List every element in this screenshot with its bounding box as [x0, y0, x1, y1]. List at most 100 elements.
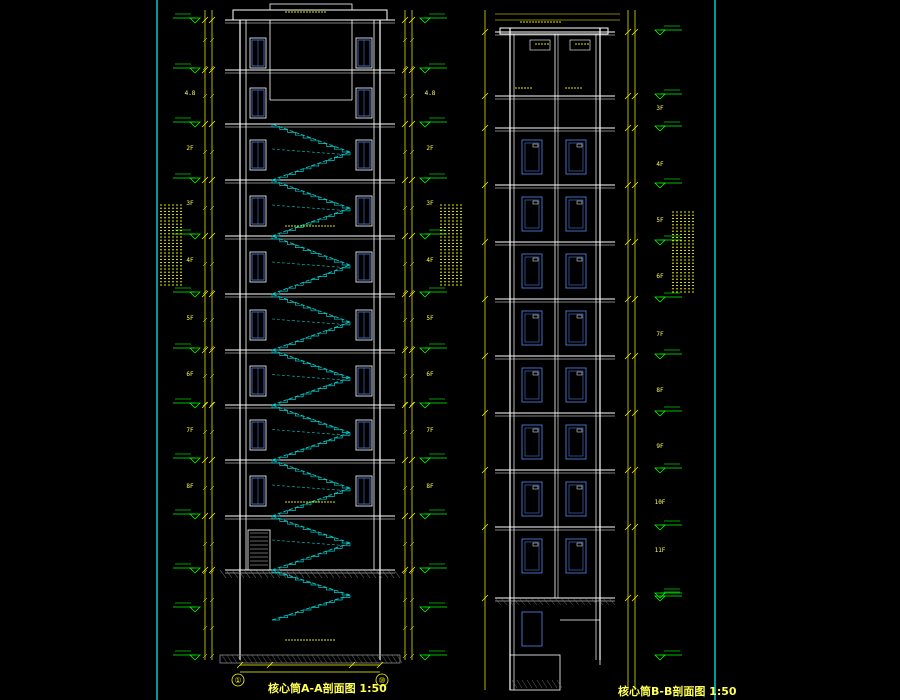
level-triangle — [654, 353, 666, 360]
level-triangle — [189, 402, 201, 409]
stair-tread — [334, 324, 343, 328]
stair-tread — [341, 262, 350, 266]
dim-tick-minor — [402, 569, 408, 575]
stair-tread — [318, 421, 327, 425]
stair-tread — [287, 410, 296, 414]
stair-tread — [302, 135, 311, 139]
b-ground-hatch — [500, 597, 508, 606]
elevator-door-leaf-left — [524, 199, 540, 229]
stair-tread — [303, 279, 312, 283]
stair-tread — [287, 507, 296, 511]
elevator-door-right — [565, 196, 587, 232]
stair-flight-line — [271, 459, 351, 489]
dim-tick-minor — [202, 485, 208, 491]
elevator-door-right — [565, 310, 587, 346]
grid-axis-right: ⑩ — [375, 673, 389, 687]
dim-tick-minor — [209, 625, 215, 631]
dim-tick — [201, 290, 209, 298]
elevator-door-leaf-right — [568, 370, 584, 400]
stair-tread — [302, 526, 311, 530]
b-ground-hatch — [530, 597, 538, 606]
floor-label-right: 8F — [426, 483, 434, 490]
elevator-door-right — [565, 367, 587, 403]
dim-tick — [631, 181, 639, 189]
stair-tread — [272, 617, 281, 621]
stair-tread — [295, 504, 304, 508]
stair-tread — [326, 327, 335, 331]
dim-tick — [481, 409, 489, 417]
dim-tick — [208, 290, 216, 298]
pit-hatch — [336, 654, 343, 664]
stair-tread — [302, 580, 311, 583]
pit-hatch — [366, 654, 373, 664]
stair-landing-diagonal — [271, 261, 351, 269]
stair-tread — [334, 372, 343, 376]
stair-tread — [318, 385, 327, 389]
stair-tread — [295, 244, 304, 248]
stair-tread — [303, 166, 312, 170]
dim-tick-minor — [202, 289, 208, 295]
b-floor-label: 9F — [656, 443, 664, 450]
stair-tread — [311, 388, 320, 392]
dim-tick-minor — [202, 401, 208, 407]
stair-tread — [295, 302, 304, 306]
stair-flight-line — [271, 515, 351, 544]
dim-tick-minor — [202, 597, 208, 603]
dim-tick — [401, 346, 409, 354]
floor-label-right: 4.8 — [425, 90, 436, 97]
stair-flight-line — [271, 264, 351, 295]
stair-tread — [295, 132, 304, 136]
pit-hatch — [256, 654, 263, 664]
level-triangle — [189, 606, 201, 613]
dim-tick-minor — [409, 345, 415, 351]
level-triangle — [419, 67, 431, 74]
stair-tread — [342, 152, 351, 156]
floor-label-right: 3F — [426, 200, 434, 207]
dim-tick — [481, 92, 489, 100]
stair-tread — [334, 154, 343, 158]
b-hoist-left — [529, 39, 551, 51]
stair-tread — [279, 407, 288, 411]
elevator-door-tag-left — [532, 257, 539, 262]
dim-bottom-tick — [236, 661, 244, 669]
window-right — [355, 419, 373, 451]
dim-tick-minor — [402, 597, 408, 603]
pit-hatch — [241, 654, 248, 664]
stair-tread — [302, 361, 311, 365]
level-triangle — [654, 410, 666, 417]
stair-tread — [334, 267, 343, 272]
section-b-dimension-lines — [481, 10, 639, 690]
section-a-walls — [219, 3, 403, 664]
elevator-door-left — [521, 310, 543, 346]
level-triangle — [654, 239, 666, 246]
stair-tread — [326, 313, 335, 317]
level-triangle — [654, 654, 666, 661]
stair-tread — [334, 427, 343, 431]
ground-hatch — [315, 569, 323, 579]
dim-tick-minor — [402, 429, 408, 435]
dim-tick — [208, 346, 216, 354]
stair-tread — [318, 273, 327, 277]
dim-tick — [408, 401, 416, 409]
pit-hatch — [396, 654, 403, 664]
dim-tick — [408, 566, 416, 574]
stair-tread — [279, 344, 288, 348]
ground-hatch — [267, 569, 275, 579]
stair-tread — [272, 347, 281, 351]
pit-hatch — [321, 654, 328, 664]
stair-tread — [318, 496, 327, 500]
elevator-door-right — [565, 253, 587, 289]
elevator-door-leaf-right — [568, 199, 584, 229]
ground-hatch — [333, 569, 341, 579]
level-triangle — [189, 121, 201, 128]
ground-hatch — [297, 569, 305, 579]
section-a-title: 核心筒A-A剖面图 1:50 — [268, 682, 387, 695]
b-ground-hatch — [566, 597, 574, 606]
dim-tick-minor — [209, 345, 215, 351]
ground-hatch — [351, 569, 359, 579]
stair-tread — [287, 227, 296, 231]
stair-tread — [271, 570, 280, 573]
dim-tick-minor — [209, 485, 215, 491]
dim-tick-minor — [202, 653, 208, 659]
stair-tread — [302, 247, 311, 251]
